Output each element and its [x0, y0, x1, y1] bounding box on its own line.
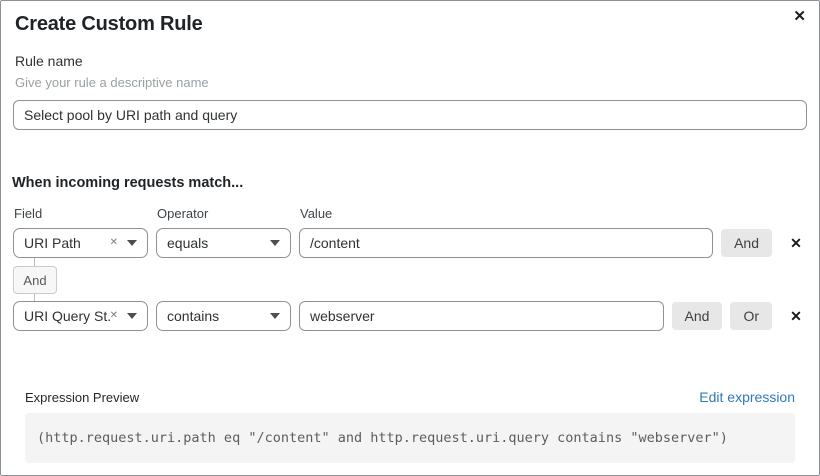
- dialog-title: Create Custom Rule: [15, 13, 203, 35]
- value-column-label: Value: [300, 206, 333, 221]
- field-select[interactable]: URI Query St... ✕: [13, 301, 148, 331]
- column-headers: Field Operator Value: [13, 206, 807, 222]
- edit-expression-link[interactable]: Edit expression: [699, 389, 795, 405]
- operator-column-label: Operator: [157, 206, 209, 221]
- connector-line: [34, 294, 35, 301]
- field-column-label: Field: [14, 206, 43, 221]
- and-connector-badge: And: [13, 266, 57, 294]
- chevron-down-icon: [270, 240, 280, 246]
- condition-row-2: URI Query St... ✕ contains And Or ✕: [13, 301, 807, 331]
- clear-field-icon[interactable]: ✕: [109, 310, 118, 321]
- field-select-value: URI Query St...: [24, 308, 110, 324]
- operator-select[interactable]: equals: [156, 228, 291, 258]
- field-select-value: URI Path: [24, 235, 81, 251]
- rule-name-label: Rule name: [15, 53, 83, 69]
- chevron-down-icon: [270, 313, 280, 319]
- connector-line: [34, 258, 35, 266]
- chevron-down-icon: [127, 240, 137, 246]
- operator-select-value: contains: [167, 308, 220, 324]
- close-icon[interactable]: ✕: [789, 7, 810, 26]
- operator-select[interactable]: contains: [156, 301, 291, 331]
- operator-select-value: equals: [167, 235, 209, 251]
- condition-row-1: URI Path ✕ equals And ✕: [13, 228, 807, 258]
- value-input[interactable]: [299, 301, 664, 331]
- clear-field-icon[interactable]: ✕: [109, 237, 118, 248]
- field-select[interactable]: URI Path ✕: [13, 228, 148, 258]
- match-section-heading: When incoming requests match...: [12, 175, 244, 191]
- rule-name-helper: Give your rule a descriptive name: [15, 75, 209, 90]
- condition-connector: And: [13, 258, 819, 301]
- expression-preview-header: Expression Preview Edit expression: [25, 389, 795, 406]
- and-button[interactable]: And: [721, 229, 772, 257]
- delete-row-icon[interactable]: ✕: [785, 308, 807, 325]
- or-button[interactable]: Or: [730, 302, 772, 330]
- rule-name-input[interactable]: [13, 100, 807, 130]
- value-input[interactable]: [299, 228, 714, 258]
- expression-preview-label: Expression Preview: [25, 390, 140, 405]
- expression-code-block: (http.request.uri.path eq "/content" and…: [25, 413, 795, 463]
- delete-row-icon[interactable]: ✕: [785, 235, 807, 252]
- and-button[interactable]: And: [671, 302, 723, 330]
- chevron-down-icon: [127, 313, 137, 319]
